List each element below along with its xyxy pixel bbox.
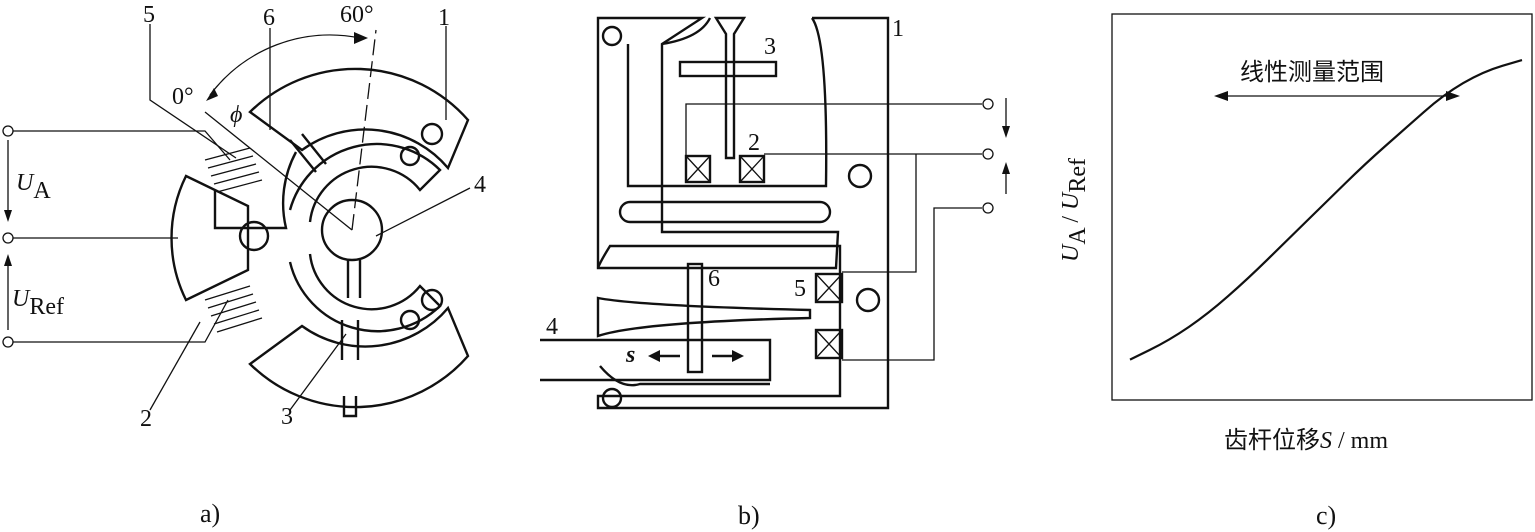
plot-area bbox=[1129, 59, 1523, 361]
outer-yoke-left-top bbox=[213, 151, 298, 230]
coil-2b bbox=[738, 154, 766, 184]
x-axis-label: 齿杆位移S / mm bbox=[1224, 426, 1388, 454]
label-b4: 4 bbox=[546, 314, 558, 340]
rack-4 bbox=[540, 338, 772, 382]
arrow-right bbox=[732, 350, 744, 362]
notch-upper-inner bbox=[399, 145, 421, 167]
angle-arrowhead-60 bbox=[354, 32, 368, 44]
coil-5 bbox=[204, 147, 263, 193]
rack-lower-curve bbox=[599, 365, 770, 387]
uref-label: URef bbox=[12, 286, 64, 320]
range-arrow-right bbox=[1446, 91, 1460, 101]
terminal-top bbox=[2, 125, 14, 137]
frame-right-body bbox=[596, 16, 890, 410]
leader-4 bbox=[375, 187, 471, 237]
terminal-b2 bbox=[982, 148, 994, 160]
wire-coil5b bbox=[842, 207, 982, 361]
wire-coil5a bbox=[842, 154, 917, 273]
leader-5 bbox=[149, 24, 237, 159]
s-label: s bbox=[625, 342, 635, 368]
caption-b: b) bbox=[738, 501, 760, 530]
label-4: 4 bbox=[474, 172, 486, 198]
terminal-b3 bbox=[982, 202, 994, 214]
frame-left-arm bbox=[596, 16, 840, 270]
hole-right-upper bbox=[847, 163, 873, 189]
label-b2: 2 bbox=[748, 130, 760, 156]
label-b1: 1 bbox=[892, 16, 904, 42]
ua-label: UA bbox=[16, 170, 51, 204]
outer-yoke-top bbox=[248, 67, 470, 171]
panel-c: 线性测量范围 UA / URef 齿杆位移S / mm c) bbox=[1058, 13, 1533, 530]
pin-tip bbox=[342, 396, 358, 418]
upper-plunger bbox=[713, 16, 747, 160]
ua-arrowhead bbox=[4, 210, 12, 222]
range-arrow-left bbox=[1214, 91, 1228, 101]
label-6: 6 bbox=[263, 5, 275, 31]
terminal-b1 bbox=[982, 98, 994, 110]
chart-frame bbox=[1111, 13, 1533, 401]
coil-2 bbox=[204, 285, 263, 333]
rack-post-6 bbox=[686, 262, 704, 374]
outer-yoke-bottom bbox=[248, 305, 470, 409]
rotor-shaft bbox=[320, 198, 384, 262]
label-2: 2 bbox=[140, 406, 152, 432]
coil-2a-cross bbox=[685, 155, 711, 183]
wire-top bbox=[685, 103, 982, 156]
label-b5: 5 bbox=[794, 276, 806, 302]
panel-a: 5 6 60° 1 0° ϕ 4 2 3 UA URef a) bbox=[2, 2, 486, 528]
notch-lower bbox=[420, 288, 444, 312]
angle-60-label: 60° bbox=[340, 2, 374, 28]
range-label: 线性测量范围 bbox=[1240, 58, 1384, 86]
hole-bottom-left bbox=[601, 387, 623, 409]
lead-bottom bbox=[13, 299, 229, 343]
angle-arc bbox=[209, 34, 361, 96]
caption-c: c) bbox=[1316, 501, 1336, 530]
b-arrow-down bbox=[1002, 126, 1010, 138]
axis-0-line bbox=[204, 111, 353, 231]
rack-upper-arm bbox=[596, 296, 812, 338]
coil-5a bbox=[814, 272, 844, 304]
lead-top bbox=[13, 130, 231, 161]
frame-upper-window bbox=[626, 17, 828, 188]
coil-5b-cross bbox=[815, 329, 843, 359]
mounting-hole bbox=[238, 220, 270, 252]
frame-left-curve bbox=[661, 17, 712, 46]
middle-ring-bottom bbox=[288, 253, 442, 333]
angle-0-label: 0° bbox=[172, 84, 194, 110]
panel-b: 3 2 1 6 5 4 s b) bbox=[540, 16, 1010, 530]
spoke-upper bbox=[289, 133, 327, 173]
label-5: 5 bbox=[143, 2, 155, 28]
leader-3 bbox=[289, 333, 347, 411]
y-axis-label: UA / URef bbox=[1058, 158, 1091, 262]
caption-a: a) bbox=[200, 499, 220, 528]
coil-2b-cross bbox=[739, 155, 765, 183]
hole-right-lower bbox=[855, 287, 881, 313]
label-1: 1 bbox=[438, 5, 450, 31]
coil-2a bbox=[684, 154, 712, 184]
ratio-curve-line bbox=[1129, 59, 1523, 361]
upper-crossbar bbox=[678, 60, 778, 78]
terminal-bottom bbox=[2, 336, 14, 348]
arrow-left bbox=[648, 350, 660, 362]
leader-2 bbox=[149, 321, 201, 411]
spoke-bottom bbox=[346, 260, 362, 298]
axis-60-line bbox=[351, 29, 377, 231]
angle-arrowhead-0 bbox=[206, 88, 218, 101]
hole-top-left bbox=[601, 25, 623, 47]
b-arrow-up bbox=[1002, 162, 1010, 174]
label-b3: 3 bbox=[764, 34, 776, 60]
uref-arrowhead bbox=[4, 254, 12, 266]
notch-lower-inner bbox=[399, 309, 421, 331]
slot bbox=[618, 200, 832, 224]
label-b6: 6 bbox=[708, 266, 720, 292]
phi-label: ϕ bbox=[230, 102, 242, 128]
terminal-middle bbox=[2, 232, 14, 244]
middle-ring-top bbox=[288, 142, 442, 223]
outer-yoke-left-block bbox=[170, 174, 250, 302]
label-3: 3 bbox=[281, 404, 293, 430]
notch-upper bbox=[420, 122, 444, 146]
coil-5b bbox=[814, 328, 844, 360]
coil-5a-cross bbox=[815, 273, 843, 303]
